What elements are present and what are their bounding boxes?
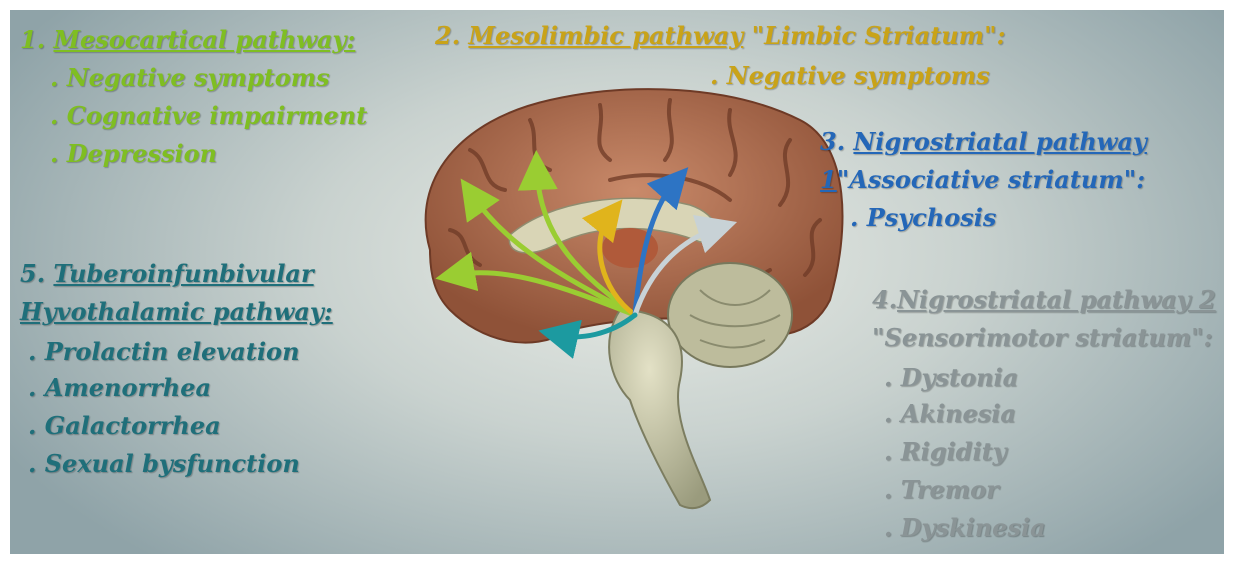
pathway-2-subtitle: "Limbic Striatum": <box>743 21 1005 50</box>
pathway-1-item: . Depression <box>50 140 217 169</box>
pathway-4-title: 4.Nigrostriatal pathway 2 <box>872 286 1216 315</box>
pathway-3-name: Nigrostriatal pathway <box>853 127 1147 156</box>
pathway-3-item: . Psychosis <box>850 204 996 233</box>
pathway-1-number: 1. <box>20 25 45 54</box>
pathway-4-item: . Dystonia <box>884 364 1018 393</box>
pathway-5-name-line1: Tuberoinfunbivular <box>53 259 313 288</box>
pathway-5-name-line2: Hyvothalamic pathway: <box>20 298 333 327</box>
pathway-1-title: 1. Mesocartical pathway: <box>20 26 355 55</box>
pathway-5-title: 5. Tuberoinfunbivular <box>20 260 314 289</box>
pathway-3-title: 3. Nigrostriatal pathway <box>820 128 1147 157</box>
pathway-3-subtitle-line: 1"Associative striatum": <box>820 166 1145 195</box>
pathway-3-number: 3. <box>820 127 845 156</box>
pathway-4-name: Nigrostriatal pathway 2 <box>897 285 1216 314</box>
pathway-5-item: . Amenorrhea <box>28 374 211 403</box>
pathway-4-item: . Dyskinesia <box>884 514 1046 543</box>
pathway-5-item: . Prolactin elevation <box>28 338 300 367</box>
pathway-2-name: Mesolimbic pathway <box>468 21 743 50</box>
pathway-3-subtitle: "Associative striatum": <box>837 165 1145 194</box>
pathway-2-item: . Negative symptoms <box>710 62 990 91</box>
pathway-1-item: . Negative symptoms <box>50 64 330 93</box>
pathway-5-item: . Galactorrhea <box>28 412 221 441</box>
pathway-5-item: . Sexual bysfunction <box>28 450 300 479</box>
pathway-4-item: . Akinesia <box>884 400 1016 429</box>
pathway-4-item: . Tremor <box>884 476 999 505</box>
pathway-1-name: Mesocartical pathway: <box>53 25 355 54</box>
pathway-2-number: 2. <box>435 21 460 50</box>
pathway-3-sub-number: 1 <box>820 165 837 194</box>
pathway-5-number: 5. <box>20 259 45 288</box>
pathway-1-item: . Cognative impairment <box>50 102 367 131</box>
pathway-4-subtitle: "Sensorimotor striatum": <box>872 324 1213 353</box>
cerebellum <box>668 263 792 367</box>
pathway-2-title: 2. Mesolimbic pathway "Limbic Striatum": <box>435 22 1005 51</box>
pathway-4-item: . Rigidity <box>884 438 1007 467</box>
diagram-canvas: 1. Mesocartical pathway: . Negative symp… <box>10 10 1224 554</box>
pathway-4-number: 4. <box>872 285 897 314</box>
